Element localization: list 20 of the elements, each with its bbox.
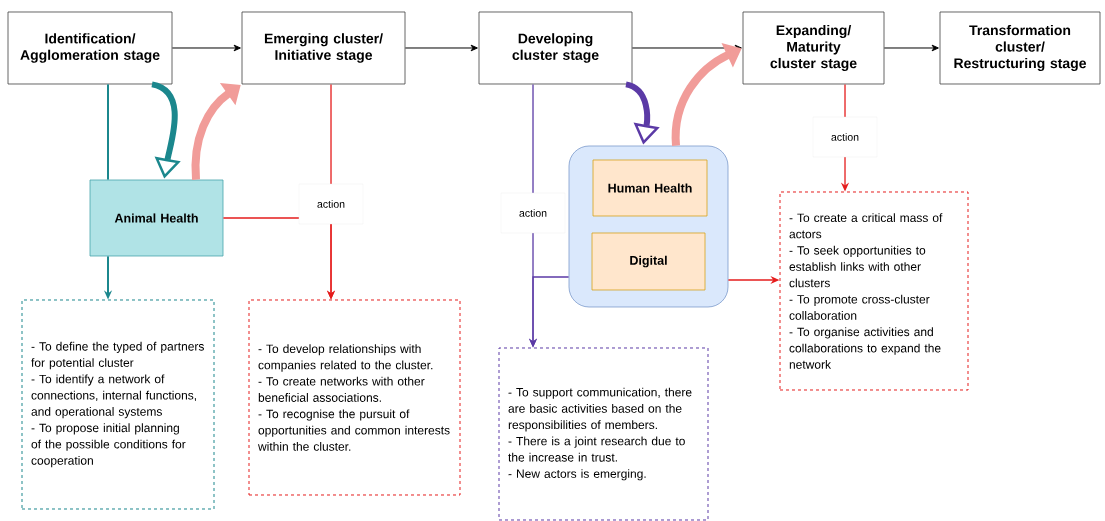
arrow	[404, 44, 478, 52]
edge-label: action	[298, 183, 364, 225]
arrow	[631, 44, 742, 52]
stage-box: Identification/ Agglomeration stage	[7, 11, 173, 85]
connector-line	[107, 83, 109, 181]
arrow	[883, 44, 939, 52]
edge-label: action	[500, 192, 566, 234]
stage-box: Expanding/ Maturity cluster stage	[742, 11, 885, 85]
stage-box: Transformation cluster/ Restructuring stage	[939, 11, 1101, 85]
note-box: - To develop relationships with companies related to the cluster. - To create networks with other beneficial associations. - To recognise the pursuit of opportunities and common interests within the cluster.	[248, 299, 461, 496]
sector-box: Digital	[591, 232, 706, 291]
arrow	[171, 44, 241, 52]
note-box: - To support communication, there are basic activities based on the responsibilities of members. - There is a joint research due to the increase in trust. - New actors is emerging.	[498, 347, 709, 521]
edge-label: action	[812, 116, 878, 158]
sector-box: Human Health	[592, 159, 708, 217]
note-box: - To define the typed of partners for potential cluster - To identify a network of connections, internal functions, and operational systems - To propose initial planning of the possible conditions for cooperation	[21, 299, 215, 510]
sector-box: Animal Health	[89, 179, 224, 257]
stage-box: Developing cluster stage	[478, 11, 633, 85]
stage-box: Emerging cluster/ Initiative stage	[241, 11, 406, 85]
note-box: - To create a critical mass of actors - To seek opportunities to establish links with other clusters - To promote cross-cluster collaboration - To organise activities and collaborations to expand the network	[779, 191, 969, 391]
